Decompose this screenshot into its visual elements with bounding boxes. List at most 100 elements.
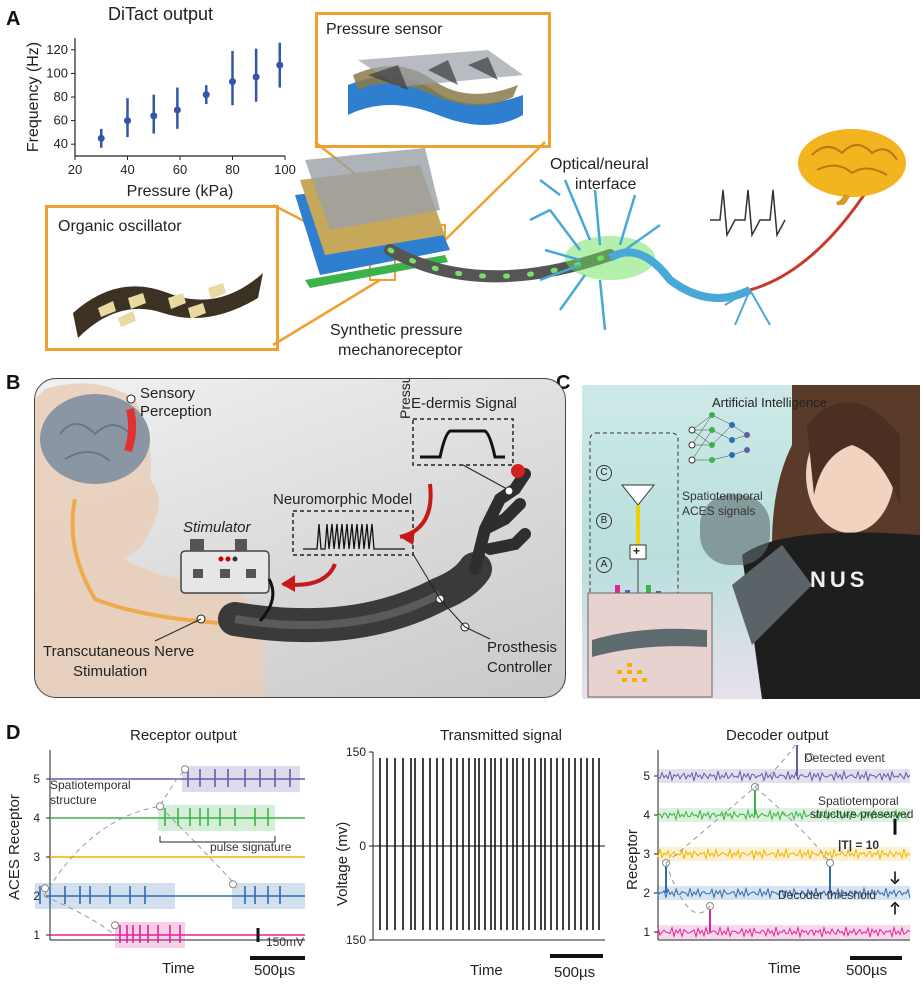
tns-label-line2: Stimulation	[73, 663, 148, 680]
stage-a-badge: A	[596, 557, 612, 573]
prosthesis-label-line1: Prosthesis	[487, 639, 558, 656]
decoder-xlabel: Time	[768, 960, 801, 977]
y-tick-label: -150	[345, 933, 366, 947]
panel-label-a: A	[6, 8, 21, 30]
event-marker	[111, 921, 119, 930]
panel-label-b: B	[6, 372, 21, 394]
y-tick-label: 40	[54, 136, 68, 151]
decoder-threshold-annotation: Decoder threshold	[778, 888, 877, 902]
y-tick-label: 1	[643, 925, 650, 939]
data-point	[173, 106, 181, 114]
y-tick-label: 80	[54, 89, 68, 104]
tns-label-line1: Transcutaneous Nerve	[43, 643, 195, 660]
stage-b-badge: B	[596, 513, 612, 529]
decoder-trace	[657, 808, 911, 822]
y-tick-label: 4	[33, 811, 40, 825]
transmitted-time-scale-label: 500µs	[554, 964, 596, 981]
receptor-ylabel: ACES Receptor	[6, 794, 23, 900]
preserved-structure-trace	[665, 745, 831, 914]
event-marker	[181, 765, 189, 774]
y-tick-label: 4	[643, 808, 650, 822]
decoder-trace	[657, 925, 911, 939]
y-tick-label: 2	[643, 886, 650, 900]
ai-label: Artificial Intelligence	[712, 395, 827, 410]
interface-label-line1: Optical/neural	[550, 156, 649, 173]
data-point	[97, 134, 105, 142]
noise-band	[658, 847, 910, 861]
y-tick-label: 3	[643, 847, 650, 861]
edermis-label: E-dermis Signal	[411, 395, 517, 412]
sensory-perception-line2: Perception	[140, 403, 212, 420]
mechanoreceptor-label-line2: mechanoreceptor	[338, 342, 463, 359]
pressure-sensor-inset: Pressure sensor	[315, 12, 551, 148]
spatiotemporal-line1: Spatiotemporal	[682, 489, 763, 503]
spatiotemporal-annotation-line2: structure	[50, 793, 97, 807]
decoder-title: Decoder output	[726, 727, 829, 744]
interface-label-line2: interface	[575, 176, 637, 193]
detected-event-legend: Detected event	[804, 751, 885, 765]
pulse-signature-box	[158, 805, 275, 831]
chart-title: DiTact output	[108, 4, 214, 24]
x-tick-label: 20	[68, 162, 82, 177]
x-tick-label: 40	[120, 162, 134, 177]
pulse-signature-annotation: pulse signature	[210, 840, 292, 854]
pulse-signature-box	[115, 922, 185, 948]
data-point	[202, 91, 210, 99]
pulse-bracket	[159, 836, 276, 843]
y-axis-label: Frequency (Hz)	[25, 42, 42, 152]
y-tick-label: 100	[46, 65, 68, 80]
y-tick-label: 5	[33, 772, 40, 786]
ai-prosthesis-illustration	[587, 385, 920, 699]
spatiotemporal-annotation-line1: Spatiotemporal	[50, 778, 131, 792]
shirt-logo: NUS	[810, 567, 869, 592]
panel-b-box: Sensory Perception E-dermis Signal Press…	[34, 378, 566, 698]
pulse-signature-box	[182, 766, 300, 792]
transmitted-title: Transmitted signal	[440, 727, 562, 744]
noise-band	[658, 886, 910, 900]
threshold-arrow-down	[890, 871, 900, 885]
sensory-perception-line1: Sensory	[140, 385, 196, 402]
y-tick-label: 3	[33, 850, 40, 864]
noise-band	[658, 925, 910, 939]
x-tick-label: 60	[173, 162, 187, 177]
detected-event-marker	[826, 859, 834, 867]
receptor-output-title: Receptor output	[130, 727, 237, 744]
organic-oscillator-label: Organic oscillator	[58, 218, 182, 235]
legend-marker	[806, 753, 814, 761]
event-marker	[41, 884, 49, 893]
y-tick-label: 60	[54, 113, 68, 128]
detected-event-marker	[794, 745, 800, 746]
organic-oscillator-inset: Organic oscillator	[45, 205, 279, 351]
decoder-time-scale-label: 500µs	[846, 962, 888, 979]
y-tick-label: 0	[359, 839, 366, 853]
pulse-signature-box	[35, 883, 175, 909]
y-tick-label: 2	[33, 889, 40, 903]
y-tick-label: 5	[643, 769, 650, 783]
t-threshold-annotation: |T| = 10	[838, 838, 880, 852]
decoder-ylabel: Receptor	[624, 829, 641, 890]
panel-c-box: Artificial Intelligence Spatiotemporal A…	[582, 385, 920, 699]
brain-icon	[798, 129, 906, 205]
mechanoreceptor-illustration	[295, 148, 882, 331]
oscillator-illustration	[73, 273, 263, 338]
pressure-sensor-illustration	[348, 50, 523, 125]
data-point	[276, 61, 284, 69]
decoder-output-plot: 1 2 3 4 5	[643, 745, 911, 960]
spatiotemporal-trace	[43, 770, 236, 936]
y-tick-label: 150	[346, 745, 366, 759]
adder-symbol: +	[633, 544, 641, 558]
data-point	[252, 73, 260, 81]
x-tick-label: 80	[225, 162, 239, 177]
decoder-trace	[657, 886, 911, 900]
y-tick-label: 120	[46, 42, 68, 57]
spatiotemporal-line2: ACES signals	[682, 504, 756, 518]
data-point	[150, 112, 158, 120]
pressure-kpa-axis: Pressure (kPa)	[397, 379, 413, 419]
human-figure-illustration	[35, 383, 531, 697]
data-point	[229, 78, 236, 86]
stage-c-badge: C	[596, 465, 612, 481]
event-marker	[156, 802, 164, 811]
voltage-scale-bar-label: 150mV	[266, 935, 305, 949]
